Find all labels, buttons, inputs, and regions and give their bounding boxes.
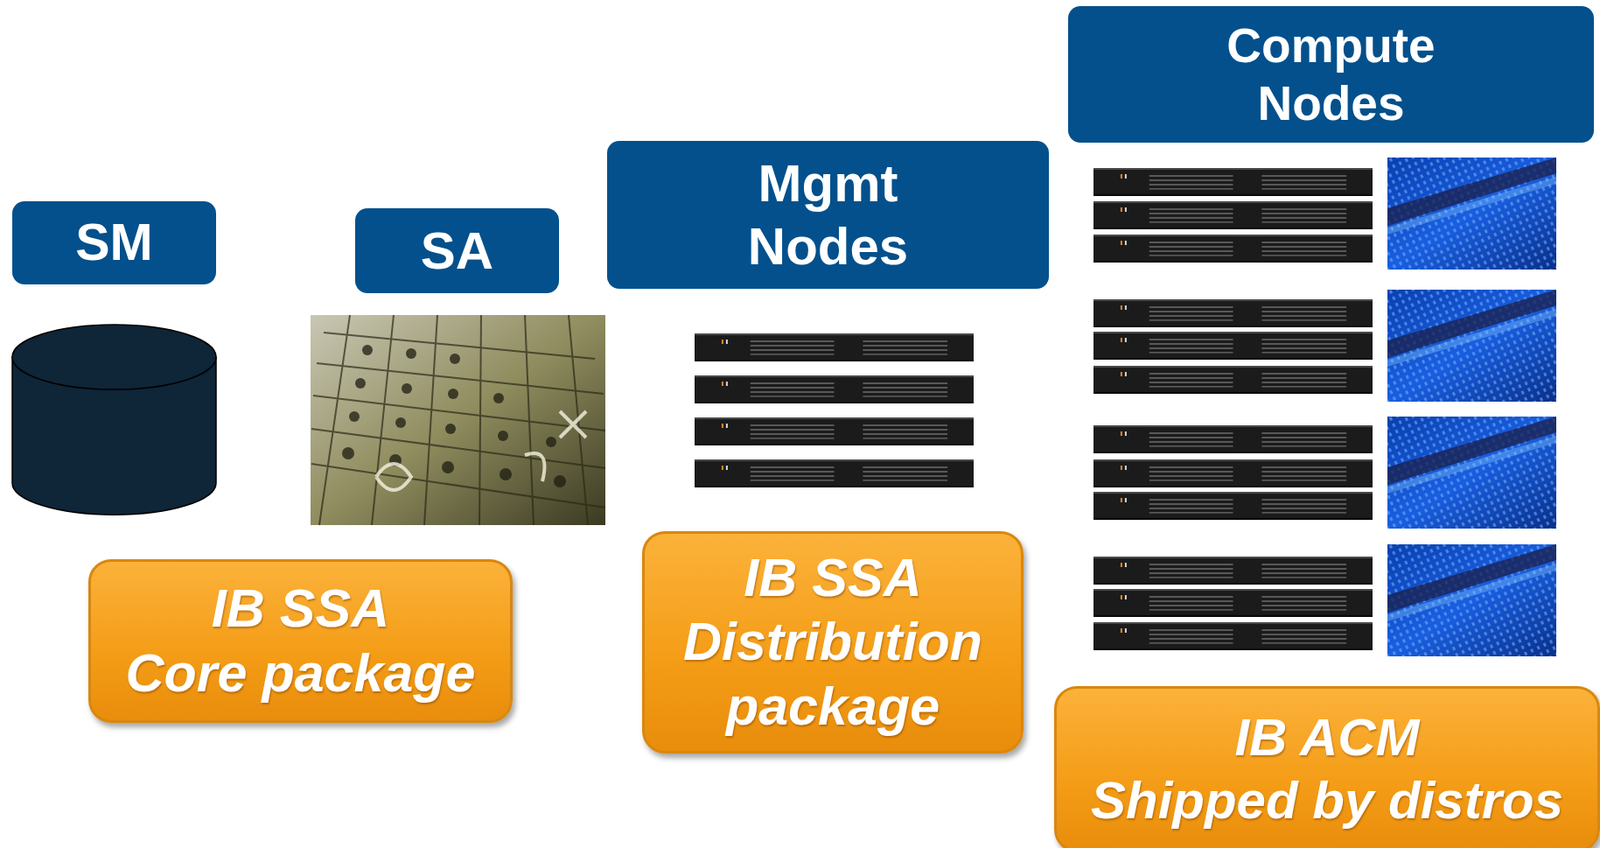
box-label: IB SSA <box>211 576 390 641</box>
box-label: SA <box>420 219 494 283</box>
package-box: IB SSADistribution package <box>642 531 1024 754</box>
box-subtitle: Core package <box>125 641 476 706</box>
database-cylinder <box>12 324 217 515</box>
box-label: IB SSA <box>743 545 922 610</box>
box-label: IB ACM <box>1234 705 1419 769</box>
box-subtitle: Distribution package <box>657 609 1008 738</box>
package-box: IB SSACore package <box>88 558 513 723</box>
box-label: Compute Nodes <box>1191 16 1472 133</box>
box-label: Mgmt Nodes <box>714 152 943 279</box>
server-stack <box>694 333 974 488</box>
box-label: SM <box>75 211 154 274</box>
component-box: SA <box>355 208 559 294</box>
box-subtitle: Shipped by distros <box>1090 768 1564 832</box>
package-box: IB ACMShipped by distros <box>1054 685 1600 848</box>
server-stack <box>1093 167 1373 650</box>
data-image <box>1387 157 1557 657</box>
node-group-box: Mgmt Nodes <box>607 140 1049 289</box>
component-box: SM <box>12 201 217 285</box>
node-group-box: Compute Nodes <box>1068 6 1594 143</box>
table-photo <box>310 314 606 525</box>
